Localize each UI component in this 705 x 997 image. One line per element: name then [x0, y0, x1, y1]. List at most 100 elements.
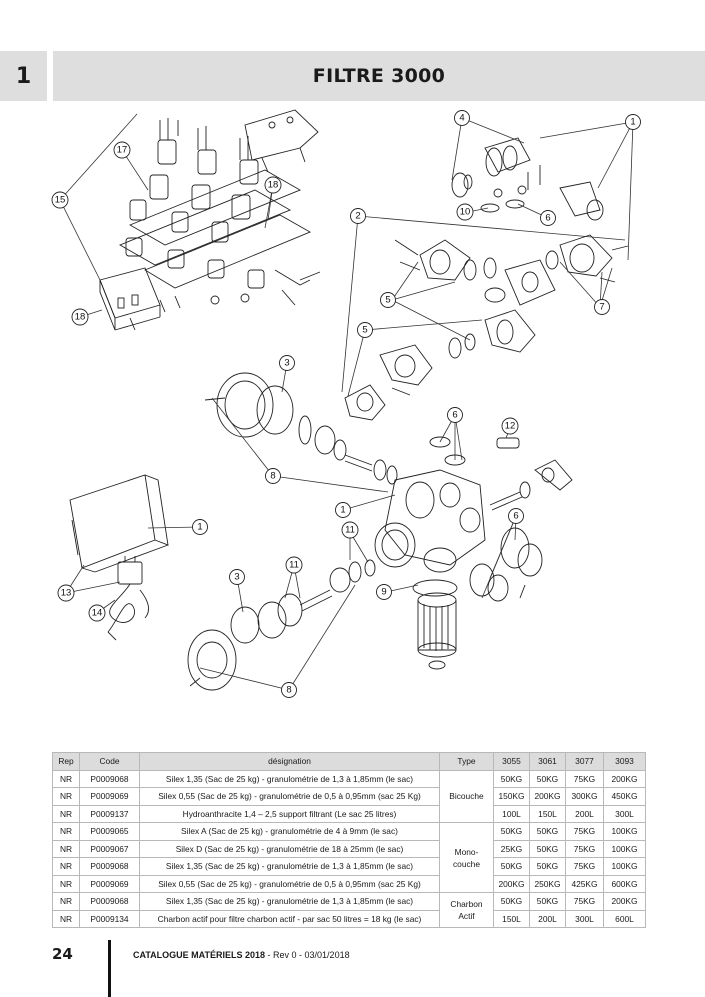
- svg-text:5: 5: [362, 325, 367, 336]
- cell-rep: NR: [52, 874, 80, 893]
- callout-12: 12: [501, 417, 519, 435]
- cell-designation: Silex 0,55 (Sac de 25 kg) - granulométri…: [139, 874, 440, 893]
- cell-type: Bicouche: [439, 769, 494, 823]
- svg-text:15: 15: [55, 195, 66, 206]
- cell-qty: 75KG: [565, 892, 604, 911]
- cell-qty: 300L: [565, 909, 604, 928]
- cell-qty: 450KG: [603, 787, 646, 806]
- svg-text:3: 3: [284, 358, 289, 369]
- footer-divider: [108, 940, 111, 997]
- callout-18: 18: [264, 176, 282, 194]
- cell-code: P0009068: [79, 769, 140, 788]
- cell-code: P0009137: [79, 804, 140, 823]
- cell-code: P0009069: [79, 874, 140, 893]
- cell-qty: 150L: [529, 804, 566, 823]
- callout-5: 5: [380, 292, 396, 308]
- svg-text:8: 8: [286, 685, 291, 696]
- cell-qty: 50KG: [529, 839, 566, 858]
- svg-text:11: 11: [289, 560, 299, 571]
- header-designation: désignation: [139, 752, 440, 771]
- cell-qty: 75KG: [565, 857, 604, 876]
- cell-designation: Silex A (Sac de 25 kg) - granulométrie d…: [139, 822, 440, 841]
- page-title-text: FILTRE 3000: [312, 65, 446, 87]
- footer-caption: CATALOGUE MATÉRIELS 2018 - Rev 0 - 03/01…: [133, 950, 350, 960]
- svg-text:12: 12: [505, 421, 516, 432]
- cell-qty: 300KG: [565, 787, 604, 806]
- callout-1: 1: [625, 114, 641, 130]
- header-3077: 3077: [565, 752, 604, 771]
- catalogue-name: CATALOGUE MATÉRIELS 2018: [133, 950, 266, 960]
- svg-text:18: 18: [268, 180, 279, 191]
- svg-text:10: 10: [460, 207, 471, 218]
- cell-qty: 200KG: [603, 892, 646, 911]
- cell-qty: 100KG: [603, 839, 646, 858]
- callout-6: 6: [508, 508, 524, 524]
- table-row: NR P0009068 Silex 1,35 (Sac de 25 kg) - …: [52, 769, 646, 823]
- header-type: Type: [439, 752, 494, 771]
- cell-designation: Silex D (Sac de 25 kg) - granulométrie d…: [139, 839, 440, 858]
- header-rep: Rep: [52, 752, 80, 771]
- svg-text:5: 5: [385, 295, 390, 306]
- table-row: NR P0009067 Silex D (Sac de 25 kg) - gra…: [52, 839, 646, 858]
- cell-designation: Silex 1,35 (Sac de 25 kg) - granulométri…: [139, 857, 440, 876]
- exploded-parts-diagram: 4 1 17 18 15 10 6 2 5 7 18 5 3 6 12 8 1 …: [51, 109, 641, 698]
- callout-14: 14: [88, 604, 106, 622]
- lower-valve-drawing: [187, 559, 376, 691]
- cell-qty: 200L: [565, 804, 604, 823]
- svg-text:14: 14: [92, 608, 103, 619]
- solenoid-manifold-drawing: [99, 109, 321, 331]
- callout-1: 1: [192, 519, 208, 535]
- cell-rep: NR: [52, 769, 80, 788]
- cell-qty: 50KG: [529, 892, 566, 911]
- cell-qty: 50KG: [493, 892, 530, 911]
- cell-designation: Silex 1,35 (Sac de 25 kg) - granulométri…: [139, 892, 440, 911]
- cell-designation: Silex 0,55 (Sac de 25 kg) - granulométri…: [139, 787, 440, 806]
- svg-text:6: 6: [513, 511, 518, 522]
- callout-6: 6: [540, 210, 556, 226]
- cell-qty: 100KG: [603, 822, 646, 841]
- svg-text:1: 1: [630, 117, 635, 128]
- cell-qty: 75KG: [565, 769, 604, 788]
- header-3055: 3055: [493, 752, 530, 771]
- svg-text:3: 3: [234, 572, 239, 583]
- revision-info: - Rev 0 - 03/01/2018: [265, 950, 350, 960]
- callout-17: 17: [113, 141, 131, 159]
- svg-text:1: 1: [340, 505, 345, 516]
- callout-11: 11: [341, 521, 359, 539]
- cell-qty: 200L: [529, 909, 566, 928]
- callout-5: 5: [357, 322, 373, 338]
- valve-exploded-drawing: [344, 137, 629, 421]
- callout-2: 2: [350, 208, 366, 224]
- cell-qty: 150KG: [493, 787, 530, 806]
- svg-text:13: 13: [61, 588, 72, 599]
- cell-rep: NR: [52, 892, 80, 911]
- cell-qty: 50KG: [493, 822, 530, 841]
- cell-rep: NR: [52, 822, 80, 841]
- cell-rep: NR: [52, 857, 80, 876]
- parts-table: Rep Code désignation Type 3055 3061 3077…: [52, 752, 646, 928]
- callout-3: 3: [279, 355, 295, 371]
- cell-qty: 50KG: [529, 822, 566, 841]
- cell-qty: 50KG: [529, 857, 566, 876]
- table-row: NR P0009068 Silex 1,35 (Sac de 25 kg) - …: [52, 892, 646, 928]
- cell-code: P0009068: [79, 892, 140, 911]
- cell-qty: 200KG: [493, 874, 530, 893]
- callout-9: 9: [376, 584, 392, 600]
- cell-code: P0009134: [79, 909, 140, 928]
- svg-text:2: 2: [355, 211, 360, 222]
- callout-3: 3: [229, 569, 245, 585]
- cell-qty: 25KG: [493, 839, 530, 858]
- page-number: 24: [52, 945, 73, 963]
- callout-4: 4: [454, 110, 470, 126]
- callout-1: 1: [335, 502, 351, 518]
- cell-code: P0009069: [79, 787, 140, 806]
- svg-text:18: 18: [75, 312, 86, 323]
- callout-18: 18: [71, 308, 89, 326]
- cell-qty: 100L: [493, 804, 530, 823]
- callout-6: 6: [447, 407, 463, 423]
- svg-text:6: 6: [452, 410, 457, 421]
- cell-code: P0009067: [79, 839, 140, 858]
- table-row: NR P0009065 Silex A (Sac de 25 kg) - gra…: [52, 822, 646, 893]
- table-row: NR P0009068 Silex 1,35 (Sac de 25 kg) - …: [52, 857, 646, 876]
- table-row: NR P0009069 Silex 0,55 (Sac de 25 kg) - …: [52, 787, 646, 806]
